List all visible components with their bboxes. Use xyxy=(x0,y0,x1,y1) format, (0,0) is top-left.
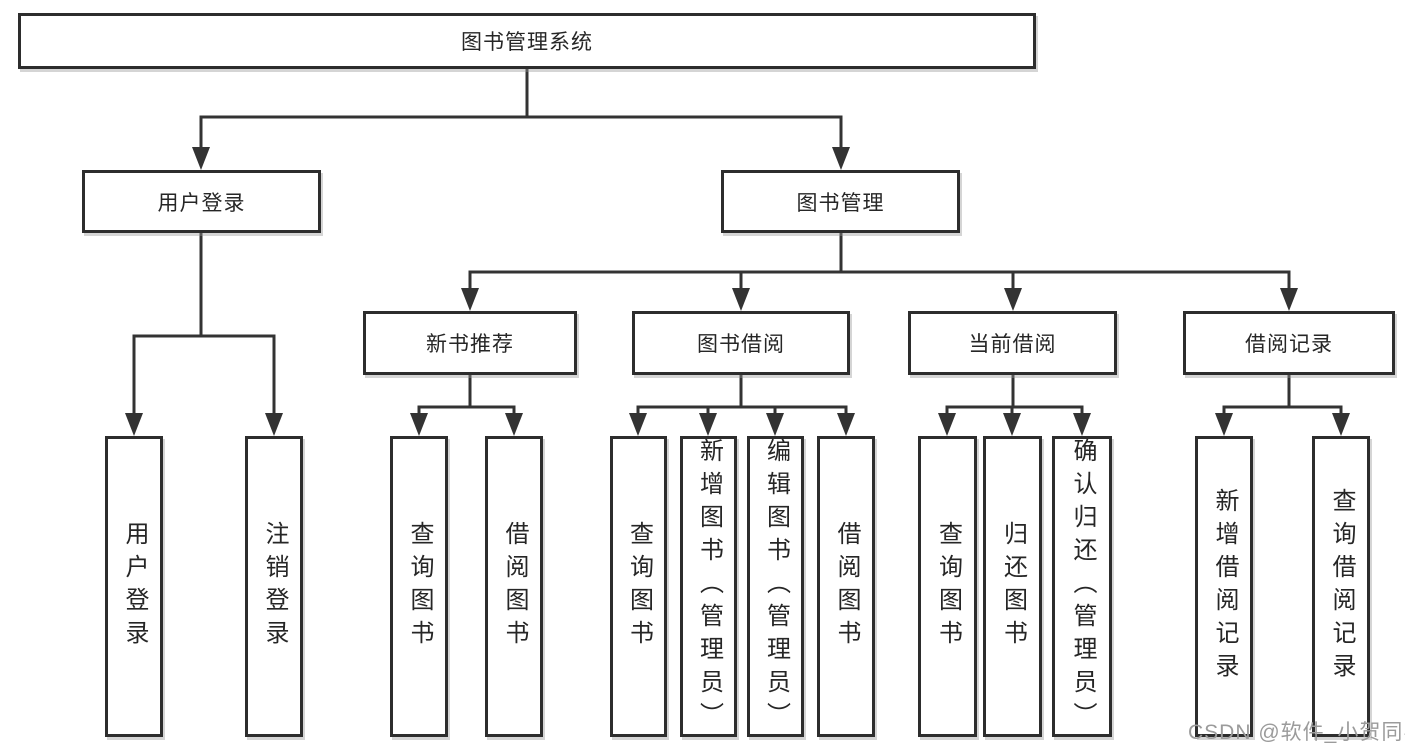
leaf-query-borrow-record: 查询借阅记录 xyxy=(1312,436,1370,737)
leaf-query-borrow-record-label: 查询借阅记录 xyxy=(1328,487,1355,686)
leaf-query-books-current-label: 查询图书 xyxy=(934,520,962,653)
node-current-borrow: 当前借阅 xyxy=(908,311,1117,375)
leaf-query-books-recommend-label: 查询图书 xyxy=(406,520,433,653)
node-new-book-recommend-label: 新书推荐 xyxy=(426,333,514,356)
node-user-login: 用户登录 xyxy=(82,170,321,233)
node-library-system-label: 图书管理系统 xyxy=(461,31,593,54)
leaf-edit-book-admin-label: 编辑图书（管理员） xyxy=(762,438,790,735)
node-borrow-records: 借阅记录 xyxy=(1183,311,1395,375)
node-new-book-recommend: 新书推荐 xyxy=(363,311,577,375)
leaf-query-books-borrow-label: 查询图书 xyxy=(625,520,653,653)
node-library-system: 图书管理系统 xyxy=(18,13,1036,69)
leaf-borrow-books-recommend: 借阅图书 xyxy=(485,436,543,737)
leaf-query-books-borrow: 查询图书 xyxy=(610,436,667,737)
leaf-query-books-recommend: 查询图书 xyxy=(390,436,448,737)
node-borrow-records-label: 借阅记录 xyxy=(1245,333,1333,356)
node-book-borrow-label: 图书借阅 xyxy=(697,333,785,356)
leaf-borrow-books-label: 借阅图书 xyxy=(833,520,860,653)
leaf-add-borrow-record: 新增借阅记录 xyxy=(1195,436,1253,737)
leaf-add-book-admin-label: 新增图书（管理员） xyxy=(695,438,723,735)
leaf-borrow-books: 借阅图书 xyxy=(817,436,875,737)
node-book-management: 图书管理 xyxy=(721,170,960,233)
leaf-return-books-label: 归还图书 xyxy=(999,520,1027,653)
leaf-logout: 注销登录 xyxy=(245,436,303,737)
leaf-query-books-current: 查询图书 xyxy=(918,436,977,737)
leaf-logout-label: 注销登录 xyxy=(261,520,288,653)
leaf-edit-book-admin: 编辑图书（管理员） xyxy=(747,436,804,737)
leaf-confirm-return-admin-label: 确认归还（管理员） xyxy=(1069,438,1096,735)
leaf-user-login-label: 用户登录 xyxy=(121,520,148,653)
leaf-add-book-admin: 新增图书（管理员） xyxy=(680,436,737,737)
node-book-borrow: 图书借阅 xyxy=(632,311,850,375)
node-current-borrow-label: 当前借阅 xyxy=(968,333,1057,356)
leaf-return-books: 归还图书 xyxy=(983,436,1042,737)
leaf-user-login: 用户登录 xyxy=(105,436,163,737)
leaf-confirm-return-admin: 确认归还（管理员） xyxy=(1052,436,1112,737)
csdn-watermark: CSDN @软件_小贺同学 xyxy=(1188,721,1405,744)
node-book-management-label: 图书管理 xyxy=(796,191,885,215)
node-user-login-label: 用户登录 xyxy=(157,191,246,215)
leaf-borrow-books-recommend-label: 借阅图书 xyxy=(501,520,528,653)
leaf-add-borrow-record-label: 新增借阅记录 xyxy=(1211,487,1238,686)
